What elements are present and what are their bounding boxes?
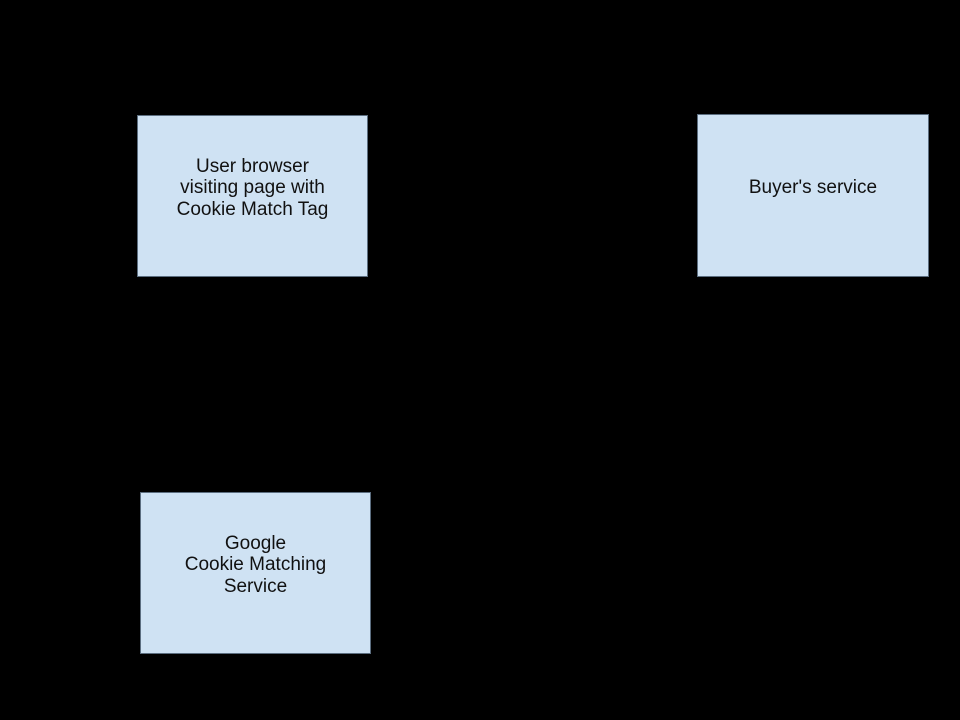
node-buyers-service-label: Buyer's service (748, 176, 878, 198)
node-user-browser-label: User browser visiting page with Cookie M… (176, 155, 329, 220)
node-google-cookie-matching-service: Google Cookie Matching Service (140, 492, 371, 654)
node-user-browser: User browser visiting page with Cookie M… (137, 115, 368, 277)
node-buyers-service: Buyer's service (697, 114, 929, 277)
node-google-cookie-matching-service-label: Google Cookie Matching Service (184, 532, 327, 597)
